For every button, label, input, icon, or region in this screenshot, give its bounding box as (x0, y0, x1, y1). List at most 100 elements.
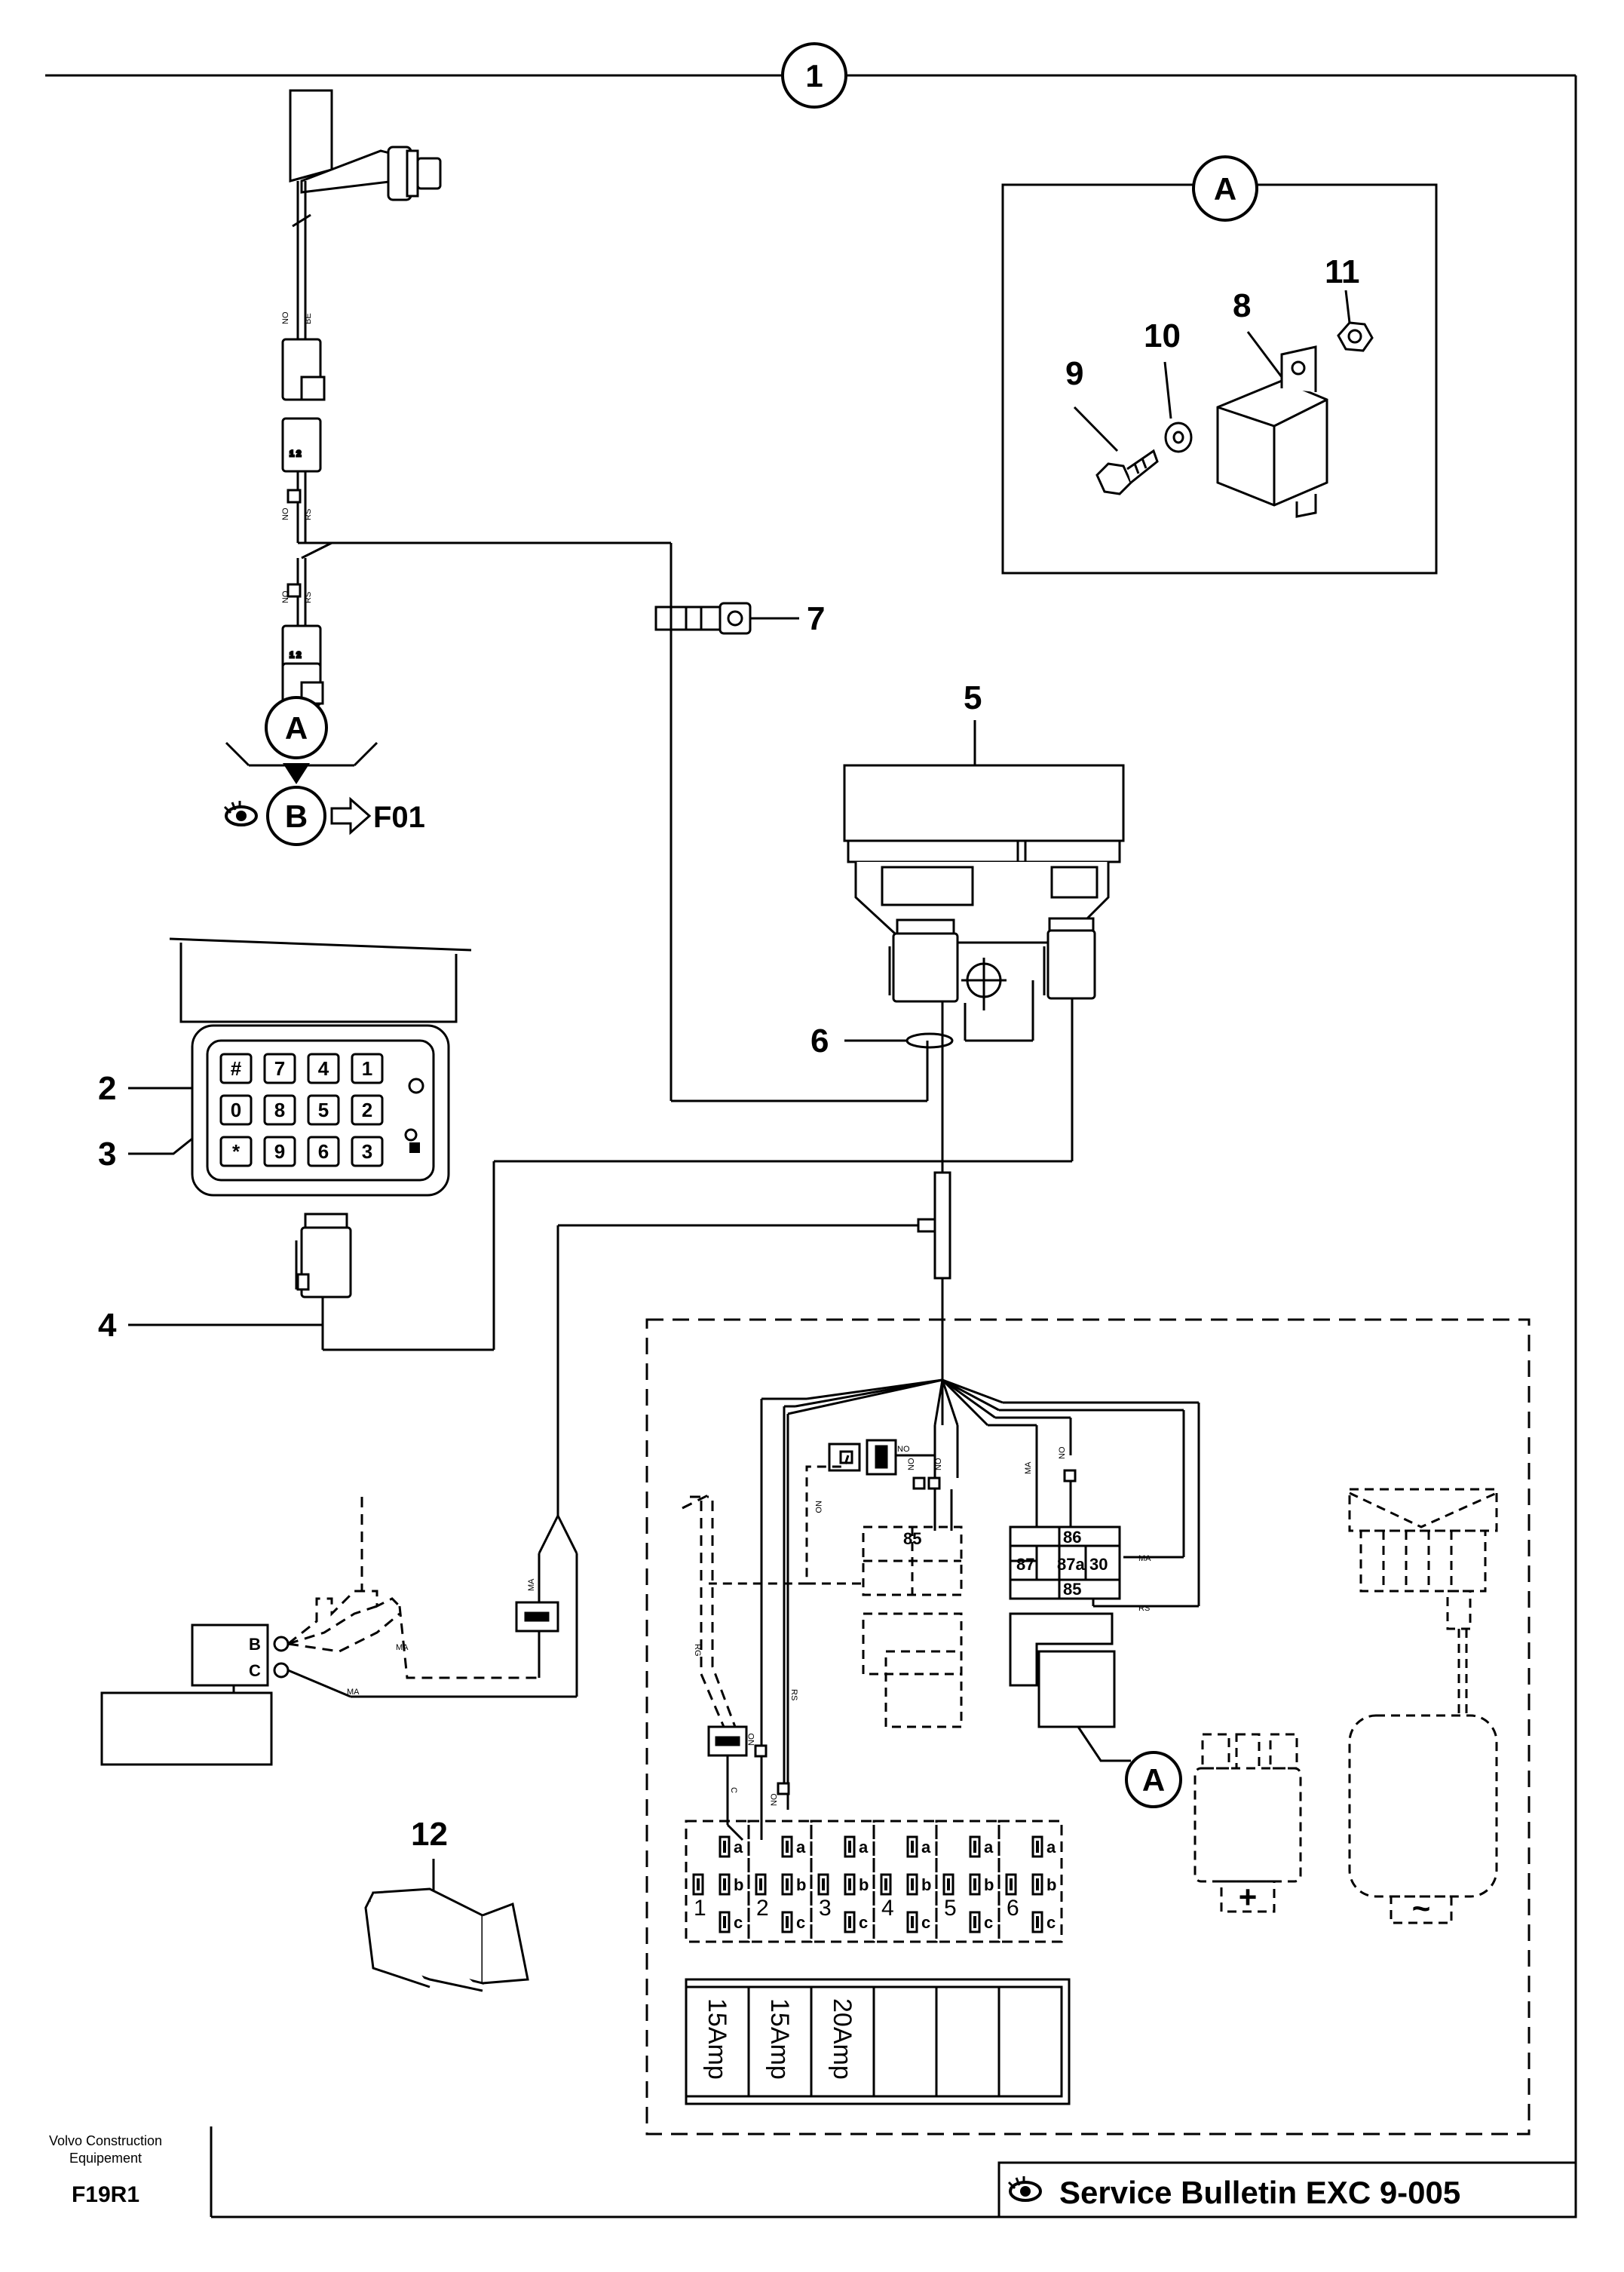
callout-7: 7 (807, 600, 825, 637)
eye-icon (223, 799, 258, 826)
relay-socket (1009, 1469, 1121, 1600)
wire-label-rs-1: RS (304, 509, 313, 520)
callout-3: 3 (98, 1136, 116, 1173)
fuse-pin-letter: b (859, 1875, 869, 1894)
cable-clamp (654, 602, 799, 635)
keypad-key[interactable]: 5 (307, 1094, 340, 1126)
nut (1337, 290, 1374, 352)
keypad-key-label: # (231, 1057, 242, 1080)
keypad-leaders (128, 1087, 193, 1155)
bolt (1073, 406, 1159, 495)
door-switch (289, 89, 442, 287)
fuse-rating-cell (935, 1985, 1000, 2098)
callout-6: 6 (810, 1023, 829, 1059)
keypad-key[interactable]: 8 (263, 1094, 296, 1126)
keypad-key[interactable]: 0 (219, 1094, 253, 1126)
fuse-pin-letter: b (734, 1875, 743, 1894)
wire-label-ma-1: MA (347, 1688, 360, 1697)
fuse-rating: 15Amp (703, 1998, 731, 2080)
relay-base-small (828, 1439, 953, 1531)
keypad-key-label: * (232, 1140, 241, 1163)
relay-terminal-86: 86 (1063, 1528, 1081, 1547)
reference-target: F01 (373, 801, 425, 834)
fuse-pin-letter: c (1046, 1913, 1056, 1932)
fuse-pin-letter: a (734, 1838, 743, 1857)
battery-symbol: + (1239, 1879, 1258, 1915)
manual-book-icon (364, 1887, 529, 1992)
keypad-key-label: 8 (274, 1099, 285, 1121)
fuse-pin-letter: c (734, 1913, 743, 1932)
ref-circle-a: A (265, 696, 328, 759)
relay-fitted (1009, 1612, 1131, 1762)
rg-wires (682, 1492, 737, 1728)
svg-text:A: A (1142, 1762, 1165, 1798)
detail-a-label: A (1214, 171, 1236, 207)
keypad-key[interactable]: 9 (263, 1136, 296, 1167)
keypad-mount (169, 937, 472, 1023)
fuse-slot-number: 6 (1007, 1896, 1019, 1921)
wire-label-c: C (729, 1787, 738, 1793)
right-arrow-icon (330, 796, 372, 836)
callout-11: 11 (1325, 253, 1360, 290)
wire-label-ma-2: MA (527, 1578, 536, 1591)
keypad-key[interactable]: 4 (307, 1053, 340, 1084)
fuse-rating: 15Amp (765, 1998, 794, 2080)
indicator-led-3 (409, 1142, 420, 1153)
indicator-led-2 (404, 1128, 418, 1142)
wire-labels-mid: NO RS (281, 507, 313, 520)
connector-top-2: 1 2 (281, 583, 324, 707)
fuse-slot-number: 3 (819, 1896, 832, 1921)
keypad-key[interactable]: 3 (351, 1136, 384, 1167)
fuse-pin-letter: b (984, 1875, 994, 1894)
sheet-number-badge: 1 (781, 42, 847, 109)
keypad-key[interactable]: # (219, 1053, 253, 1084)
keypad-key[interactable]: * (219, 1136, 253, 1167)
keypad-key-label: 4 (318, 1057, 329, 1080)
harness-fanout (760, 1378, 1200, 1840)
keypad-key-label: 3 (362, 1140, 372, 1163)
fuse-rating-cell: 20Amp (810, 1985, 875, 2098)
wire-label-ma-5: MA (1138, 1554, 1151, 1563)
callout-10: 10 (1144, 317, 1181, 354)
terminal-box (100, 1624, 290, 1766)
ma-wire (287, 1515, 578, 1698)
fuse-pin-letter: a (859, 1838, 869, 1857)
dashed-relay-bases (709, 1455, 963, 1728)
callout-9: 9 (1065, 355, 1083, 392)
keypad-key-label: 5 (318, 1099, 329, 1121)
keypad-key[interactable]: 7 (263, 1053, 296, 1084)
fuse-pin-letter: c (859, 1913, 868, 1932)
keypad-key-label: 9 (274, 1140, 285, 1163)
wire-label-no-9: NO (747, 1733, 756, 1746)
fuse-pin-letter: c (984, 1913, 993, 1932)
fuse-box-outline (645, 1318, 1531, 2136)
fuse-pin-letter: a (984, 1838, 994, 1857)
fuse-pin-letter: b (921, 1875, 931, 1894)
wire-label-no-1: NO (281, 311, 290, 324)
fuse-slot-number: 4 (881, 1896, 894, 1921)
connector-pin-text: 1 2 (290, 449, 301, 458)
fuse-slot: 3 abc (810, 1820, 875, 1943)
ref-circle-b: B (266, 786, 326, 846)
wire-label-no-10: NO (770, 1793, 779, 1806)
indicator-led-1 (408, 1078, 424, 1094)
fuse-pin-letter: b (1046, 1875, 1056, 1894)
fuse-slot-number: 2 (756, 1896, 769, 1921)
keypad-key[interactable]: 1 (351, 1053, 384, 1084)
wire-label-rg: RG (693, 1644, 702, 1657)
keypad-key[interactable]: 2 (351, 1094, 384, 1126)
grommet-6 (844, 1032, 954, 1049)
wire-label-rs-2: RS (304, 592, 313, 603)
relay-terminal-85: 85 (1063, 1580, 1081, 1599)
wire-label-no-6: NO (934, 1458, 943, 1470)
fuse-pin-letter: c (796, 1913, 805, 1932)
alternator-dashed (1348, 1488, 1498, 1924)
relay (1216, 331, 1328, 518)
keypad-key[interactable]: 6 (307, 1136, 340, 1167)
fuse-rating-frame (685, 1978, 1071, 2105)
washer (1163, 361, 1193, 453)
